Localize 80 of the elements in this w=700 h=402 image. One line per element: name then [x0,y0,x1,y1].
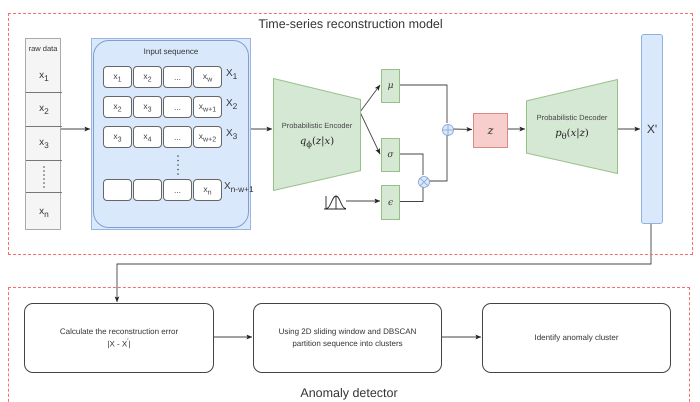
variable-symbol: μ [388,81,394,91]
connector-line [398,84,448,124]
sequence-cell [193,66,222,88]
connector-line [428,134,448,182]
window-label: X$_{2}$ [226,98,238,111]
product-operator [418,176,430,188]
cell-value: x$_{n}$ [39,206,49,218]
sequence-cell [103,96,132,118]
sequence-cell [163,66,192,88]
formula: q$_{ϕ}$(z|x) [300,136,334,148]
window-label: X$_{1}$ [226,68,238,81]
arrow [506,126,526,132]
arrow [60,126,90,132]
formula: p$_{θ}$(x|z) [555,128,589,140]
cell-value: x$_{3}$ [143,100,152,114]
arrow [250,126,272,132]
cell-value: x$_{w+1}$ [198,100,216,114]
cell-value: x$_{2}$ [39,103,49,116]
window-label: X$_{n-w+1}$ [224,181,254,194]
variable-symbol: ϵ [388,198,394,208]
process-box [253,303,442,373]
decoder-trapezoid [526,79,618,174]
connector-line [398,186,424,202]
sequence-cell [193,96,222,118]
variable-symbol: z [488,124,494,137]
connector-line [398,154,424,176]
cell-value: x$_{1}$ [113,70,122,84]
cell-value: x$_{3}$ [39,137,49,150]
dashed-region-frame [8,287,690,402]
sequence-cell [103,66,132,88]
process-text: Calculate the reconstruction error [60,326,178,338]
cell-value: ... [174,102,182,112]
cell-value: x$_{n}$ [203,184,212,196]
cell-value: ... [174,185,182,195]
sequence-cell [193,126,222,148]
gaussian-curve-icon [323,194,347,210]
cell-value: x$_{1}$ [39,70,49,82]
sequence-cell [133,126,162,148]
cell-value: x$_{4}$ [143,130,152,144]
cell-value: x$_{2}$ [113,100,122,114]
process-text: |X - X$^{'}$| [107,337,131,350]
latent-box [473,113,508,148]
sequence-cell [103,126,132,148]
arrow [440,334,482,340]
arrow [212,334,252,340]
cell-value: x$_{w+2}$ [198,130,216,144]
variable-symbol: σ [387,150,394,160]
cell-value: ... [174,72,182,82]
cell-value: x$_{w}$ [202,70,212,84]
cell-value: x$_{3}$ [113,130,122,144]
output-bar [641,34,663,224]
sequence-cell [163,179,192,201]
region-title: Time-series reconstruction model [257,17,444,31]
sequence-cell [133,96,162,118]
process-box [24,303,214,373]
sequence-cell [163,96,192,118]
variable-box [381,138,400,172]
encoder-trapezoid [273,78,361,191]
process-text: Using 2D sliding window and DBSCAN partition sequence into clusters [278,326,418,350]
cell-value: x$_{2}$ [143,70,152,84]
process-box [482,303,671,373]
window-label: X$_{3}$ [226,128,238,141]
arrow [346,198,380,204]
raw-data-column [25,38,61,230]
variable-box [381,69,400,103]
panel-title: Input sequence [142,47,200,56]
sum-operator [442,124,454,136]
sequence-cell [193,179,222,201]
process-text: Identify anomaly cluster [534,332,619,344]
variable-box [381,185,400,220]
dashed-region-frame [8,13,693,255]
output-label: X' [646,122,658,136]
arrow [114,222,652,302]
arrow [452,126,472,132]
sequence-cell [163,126,192,148]
region-title: Anomaly detector [299,386,399,400]
arrow [360,84,380,112]
arrow [616,126,640,132]
cell-value: ... [174,132,182,142]
sequence-cell [133,66,162,88]
